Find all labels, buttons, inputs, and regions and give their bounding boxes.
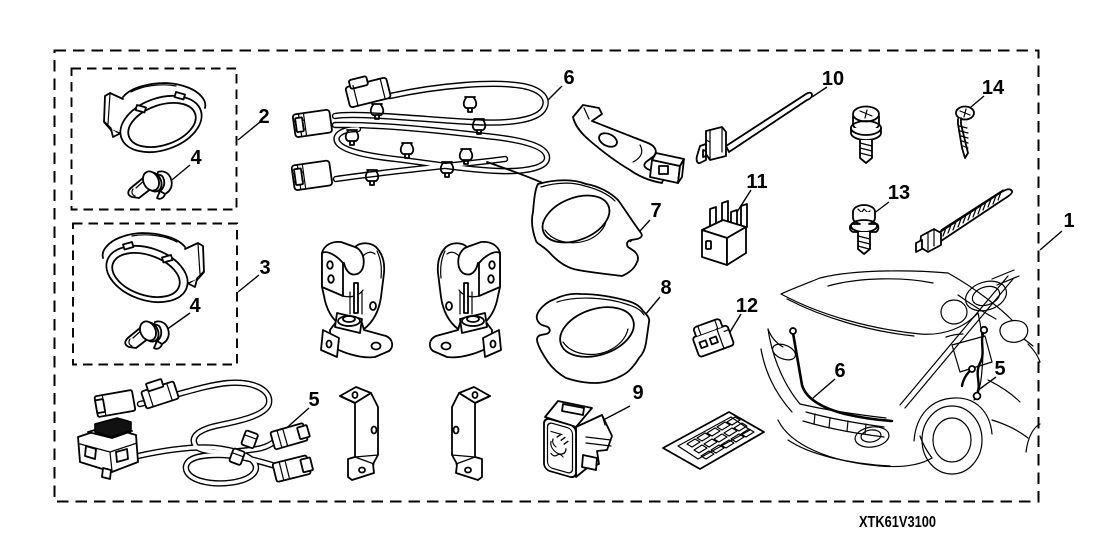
svg-text:11: 11 <box>746 171 767 193</box>
svg-text:7: 7 <box>650 200 661 222</box>
svg-text:5: 5 <box>994 358 1005 380</box>
svg-text:4: 4 <box>190 147 202 169</box>
svg-text:6: 6 <box>834 360 845 382</box>
svg-text:8: 8 <box>660 277 671 299</box>
svg-text:5: 5 <box>308 389 319 411</box>
svg-text:2: 2 <box>258 106 269 128</box>
svg-text:1: 1 <box>1063 210 1074 232</box>
svg-text:12: 12 <box>736 295 758 317</box>
svg-text:9: 9 <box>632 382 643 404</box>
svg-text:4: 4 <box>189 295 201 317</box>
svg-text:6: 6 <box>563 67 574 89</box>
svg-text:3: 3 <box>259 257 270 279</box>
svg-text:14: 14 <box>982 77 1005 99</box>
svg-text:XTK61V3100: XTK61V3100 <box>859 514 936 531</box>
svg-text:10: 10 <box>822 68 844 90</box>
svg-text:13: 13 <box>888 182 910 204</box>
